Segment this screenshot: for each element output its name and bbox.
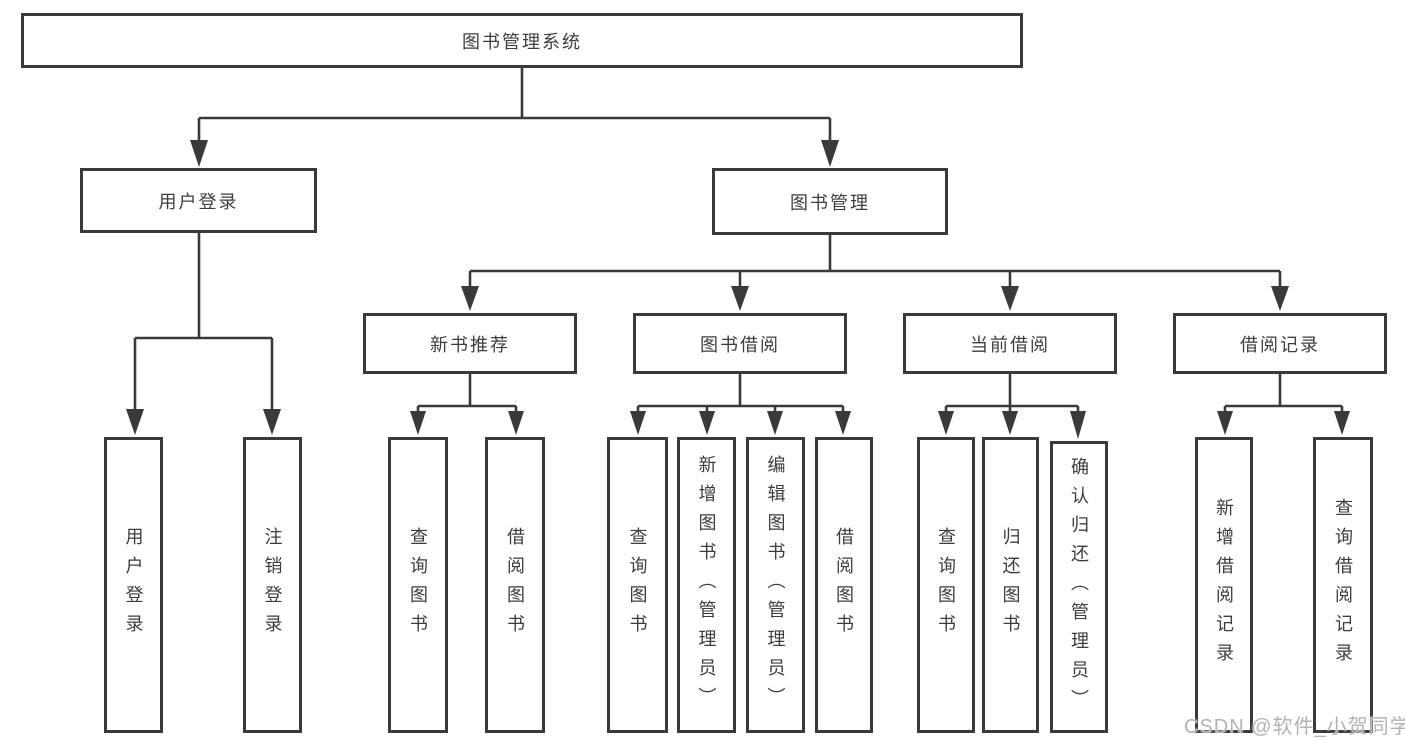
- leaf-add-books-admin: 新增图书（管理员）: [677, 437, 736, 733]
- leaf-user-login: 用户登录: [104, 437, 163, 733]
- csdn-watermark: CSDN @软件_小贺同学: [1184, 716, 1405, 738]
- node-user-login: 用户登录: [80, 168, 317, 233]
- arrow-icon: [461, 286, 479, 311]
- arrow-icon: [1070, 411, 1086, 439]
- connector-records-to-leaves: [1223, 374, 1344, 418]
- arrowheads: [126, 140, 1350, 439]
- node-current-borrow: 当前借阅: [903, 313, 1117, 374]
- arrow-icon: [126, 409, 144, 435]
- leaf-query-books-borrow: 查询图书: [607, 437, 668, 733]
- arrow-icon: [767, 411, 783, 435]
- arrow-icon: [630, 411, 646, 435]
- node-book-borrow: 图书借阅: [633, 313, 847, 374]
- leaf-logout: 注销登录: [243, 437, 302, 733]
- node-root-system: 图书管理系统: [21, 13, 1023, 68]
- node-book-management: 图书管理: [712, 168, 948, 235]
- leaf-query-books-recommend: 查询图书: [388, 437, 448, 733]
- connector-userlogin-to-leaves: [133, 233, 274, 414]
- arrow-icon: [263, 409, 281, 435]
- arrow-icon: [1271, 286, 1289, 311]
- arrow-icon: [731, 286, 749, 311]
- arrow-icon: [1334, 411, 1350, 435]
- arrow-icon: [699, 411, 715, 435]
- leaf-return-books: 归还图书: [982, 437, 1039, 733]
- arrow-icon: [1217, 411, 1233, 435]
- arrow-icon: [938, 411, 954, 435]
- leaf-add-borrow-record: 新增借阅记录: [1195, 437, 1253, 733]
- connector-bookmgmt-to-level3: [468, 235, 1282, 291]
- leaf-borrow-books: 借阅图书: [815, 437, 873, 733]
- arrow-icon: [835, 411, 851, 435]
- arrow-icon: [410, 411, 426, 435]
- connector-newbooks-to-leaves: [416, 374, 518, 418]
- leaf-query-borrow-record: 查询借阅记录: [1313, 437, 1373, 733]
- leaf-edit-books-admin: 编辑图书（管理员）: [746, 437, 805, 733]
- leaf-confirm-return-admin: 确认归还（管理员）: [1050, 441, 1108, 733]
- leaf-query-books-current: 查询图书: [917, 437, 975, 733]
- node-borrow-records: 借阅记录: [1173, 313, 1387, 374]
- arrow-icon: [1002, 411, 1018, 435]
- node-new-book-recommend: 新书推荐: [363, 313, 577, 374]
- arrow-icon: [1001, 286, 1019, 311]
- arrow-icon: [821, 140, 839, 167]
- connector-bookborrow-to-leaves: [636, 374, 845, 418]
- connector-root-to-level2: [197, 68, 832, 146]
- arrow-icon: [190, 140, 208, 167]
- leaf-borrow-books-recommend: 借阅图书: [485, 437, 545, 733]
- arrow-icon: [508, 411, 524, 435]
